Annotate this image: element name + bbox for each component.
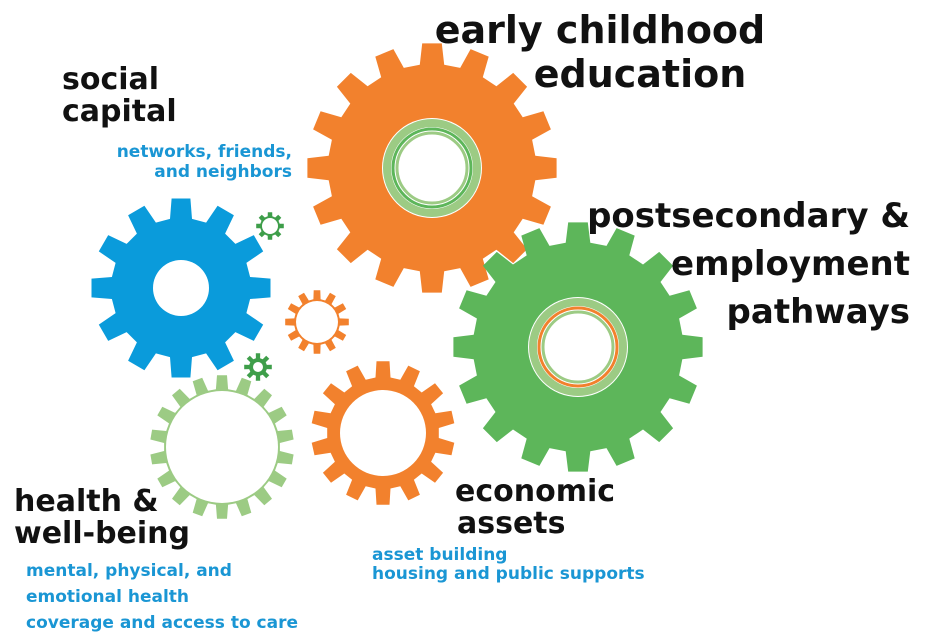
label-line: employment [671, 244, 910, 284]
label-line: education [533, 52, 747, 96]
small-orange-gear-icon [285, 290, 349, 354]
gear-ring-accent [537, 306, 619, 388]
health-well-being-label: health & well-being [14, 486, 190, 550]
gear-hole [340, 390, 426, 476]
gear-ring-inner [395, 131, 469, 205]
social-capital-subtext: networks, friends, and neighbors [92, 142, 292, 182]
label-line: capital [62, 94, 177, 129]
gear-hole [296, 301, 338, 343]
gear-hole [166, 391, 278, 503]
gear-hole [253, 362, 263, 372]
tiny-green-outline-gear-icon [256, 212, 284, 240]
social-capital-gear-icon [91, 198, 271, 378]
health-gear-icon [150, 375, 294, 519]
label-line: well-being [14, 516, 191, 551]
gear-ring-inner [541, 310, 615, 384]
label-line: health & [14, 484, 159, 519]
social-capital-label: social capital [62, 64, 177, 128]
label-line: assets [457, 506, 566, 541]
label-line: pathways [726, 292, 910, 332]
gear-ring [529, 298, 627, 396]
health-well-being-subtext: mental, physical, and emotional health c… [26, 558, 298, 636]
economic-assets-gear-icon [311, 361, 455, 505]
tiny-green-gear-icon [244, 353, 272, 381]
gear-hole [153, 260, 209, 316]
postsecondary-employment-label: postsecondary & employment pathways [552, 192, 910, 336]
gear-ring-accent [391, 127, 473, 209]
economic-assets-subtext: asset building housing and public suppor… [372, 546, 645, 584]
subtext-line: housing and public supports [372, 564, 645, 584]
subtext-line: networks, friends, [116, 142, 292, 162]
gear-hole [262, 218, 278, 234]
gear-ring [383, 119, 481, 217]
subtext-line: coverage and access to care [26, 613, 298, 633]
subtext-line: and neighbors [154, 162, 292, 182]
early-childhood-education-label: early childhood education [420, 8, 780, 96]
subtext-line: asset building [372, 545, 508, 565]
subtext-line: emotional health [26, 587, 190, 607]
early-childhood-gear-icon [307, 43, 557, 293]
label-line: economic [455, 474, 616, 509]
label-line: early childhood [434, 8, 766, 52]
label-line: social [62, 62, 160, 97]
label-line: postsecondary & [587, 196, 910, 236]
postsecondary-gear-icon [453, 222, 703, 472]
economic-assets-label: economic assets [455, 476, 615, 540]
subtext-line: mental, physical, and [26, 561, 232, 581]
